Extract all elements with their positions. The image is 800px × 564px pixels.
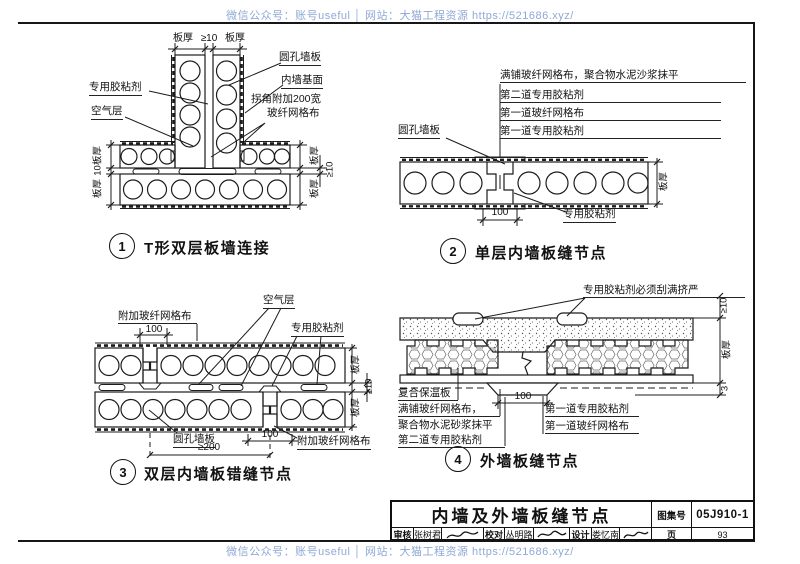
page-number: 93 — [717, 529, 728, 540]
label-corner-mesh-1: 拐角附加200宽 — [251, 93, 322, 105]
signature-scribble — [536, 530, 566, 537]
detail-2-drawing — [399, 84, 663, 226]
dim-100: 100 — [514, 391, 532, 402]
detail-4-drawing — [399, 292, 726, 446]
label-first-adhesive: 第一道专用胶粘剂 — [500, 125, 721, 139]
label-full-mesh-2: 聚合物水泥砂浆抹平 — [398, 419, 493, 431]
atlas-number: 05J910-1 — [696, 508, 749, 521]
detail-number-badge: 4 — [445, 446, 471, 472]
detail-3-drawing — [94, 307, 372, 459]
dim-plate-thickness: 板厚 — [309, 146, 321, 166]
label-hollow-panel: 圆孔墙板 — [173, 433, 215, 448]
label-wall-base: 内墙基面 — [281, 74, 323, 89]
designer-signature — [620, 528, 652, 541]
dim-plate-thickness: 板厚 — [350, 398, 362, 418]
dim-plate-thickness: 板厚 — [225, 33, 245, 44]
watermark-bottom: 微信公众号：账号useful │ 网站：大猫工程资源 https://52168… — [226, 546, 574, 558]
dim-100: 100 — [491, 207, 509, 218]
reviewer-name: 张树君 — [414, 528, 442, 541]
dim-gap: ≥10 — [718, 297, 730, 314]
detail-caption: 外墙板缝节点 — [480, 453, 580, 470]
dim-200: ≥200 — [197, 442, 221, 453]
dim-plate-thickness: 板厚 — [658, 172, 670, 192]
frame-bottom-line — [18, 540, 755, 542]
sheet-title: 内墙及外墙板缝节点 — [392, 502, 652, 527]
frame-top-line — [18, 22, 755, 24]
label-added-mesh: 附加玻纤网格布 — [297, 435, 371, 450]
dim-100: 100 — [145, 324, 163, 335]
frame-right-line — [753, 22, 755, 542]
dim-plate-thickness: 板厚 — [350, 355, 362, 375]
title-block: 内墙及外墙板缝节点 图集号 05J910-1 审核 张树君 校对 丛明路 设计 … — [390, 500, 755, 541]
label-full-mesh-plaster: 满铺玻纤网格布，聚合物水泥沙浆抹平 — [500, 69, 746, 83]
checker-name: 丛明路 — [505, 528, 534, 541]
detail-number-badge: 3 — [110, 459, 136, 485]
label-hollow-panel: 圆孔墙板 — [279, 51, 321, 66]
detail-caption: 双层内墙板错缝节点 — [144, 466, 293, 483]
title-block-row-2: 审核 张树君 校对 丛明路 设计 娄忆南 页 93 — [392, 527, 753, 541]
label-adhesive: 专用胶粘剂 — [563, 208, 616, 223]
dim-plate-thickness: 板厚 — [173, 33, 193, 44]
label-second-adhesive: 第二道专用胶粘剂 — [500, 89, 721, 103]
label-hollow-panel: 圆孔墙板 — [398, 124, 440, 139]
detail-caption: T形双层板墙连接 — [144, 240, 271, 257]
watermark-top: 微信公众号：账号useful │ 网站：大猫工程资源 https://52168… — [226, 10, 574, 22]
detail-number-badge: 1 — [109, 233, 135, 259]
label-air-layer: 空气层 — [263, 294, 295, 309]
dim-plate-thickness: 板厚 — [309, 179, 321, 199]
detail-2: 满铺玻纤网格布，聚合物水泥沙浆抹平 第二道专用胶粘剂 第一道玻纤网格布 第一道专… — [395, 58, 755, 273]
dim-gap: ≥10 — [200, 33, 218, 44]
label-seal-requirement: 专用胶粘剂必须刮满挤严 — [583, 284, 745, 298]
reviewer-label: 审核 — [392, 528, 414, 541]
reviewer-signature — [442, 528, 484, 541]
dim-100: 100 — [261, 429, 279, 440]
label-corner-mesh-2: 玻纤网格布 — [267, 107, 320, 119]
page-label: 页 — [652, 528, 692, 541]
signature-scribble — [446, 530, 478, 538]
label-full-mesh-1: 满铺玻纤网格布， — [398, 403, 500, 417]
label-first-mesh: 第一道玻纤网格布 — [500, 107, 721, 121]
label-second-adhesive: 第二道专用胶粘剂 — [398, 434, 505, 448]
detail-3: 空气层 附加玻纤网格布 100 专用胶粘剂 板厚 ≥10 板厚 圆孔墙板 100… — [85, 283, 385, 498]
label-adhesive: 专用胶粘剂 — [291, 322, 344, 337]
detail-1-drawing — [106, 43, 327, 210]
label-first-mesh: 第一道玻纤网格布 — [545, 420, 639, 434]
dim-plate-thickness: 板厚 — [721, 340, 733, 360]
atlas-number-label: 图集号 — [652, 502, 692, 527]
detail-1: 板厚 ≥10 板厚 专用胶粘剂 空气层 圆孔墙板 内墙基面 拐角附加200宽 玻… — [75, 33, 345, 278]
checker-label: 校对 — [484, 528, 505, 541]
label-adhesive: 专用胶粘剂 — [89, 81, 142, 96]
label-added-mesh: 附加玻纤网格布 — [118, 310, 197, 324]
label-composite-insulation: 复合保温板 — [398, 387, 458, 401]
detail-number-badge: 2 — [440, 238, 466, 264]
dim-3: 3 — [719, 385, 731, 392]
detail-caption: 单层内墙板缝节点 — [475, 245, 608, 262]
designer-label: 设计 — [570, 528, 592, 541]
checker-signature — [534, 528, 570, 541]
label-first-adhesive: 第一道专用胶粘剂 — [545, 403, 639, 417]
label-air-layer: 空气层 — [91, 105, 123, 120]
designer-name: 娄忆南 — [592, 528, 620, 541]
detail-4: 专用胶粘剂必须刮满挤严 ≥10 板厚 3 100 复合保温板 满铺玻纤网格布， … — [395, 283, 755, 483]
dim-plate-thickness: 板厚 — [92, 179, 104, 199]
title-block-row-1: 内墙及外墙板缝节点 图集号 05J910-1 — [392, 502, 753, 527]
signature-scribble — [622, 531, 649, 538]
dim-gap: ≥10 — [324, 161, 336, 178]
dim-gap: ≥10 — [363, 378, 375, 395]
